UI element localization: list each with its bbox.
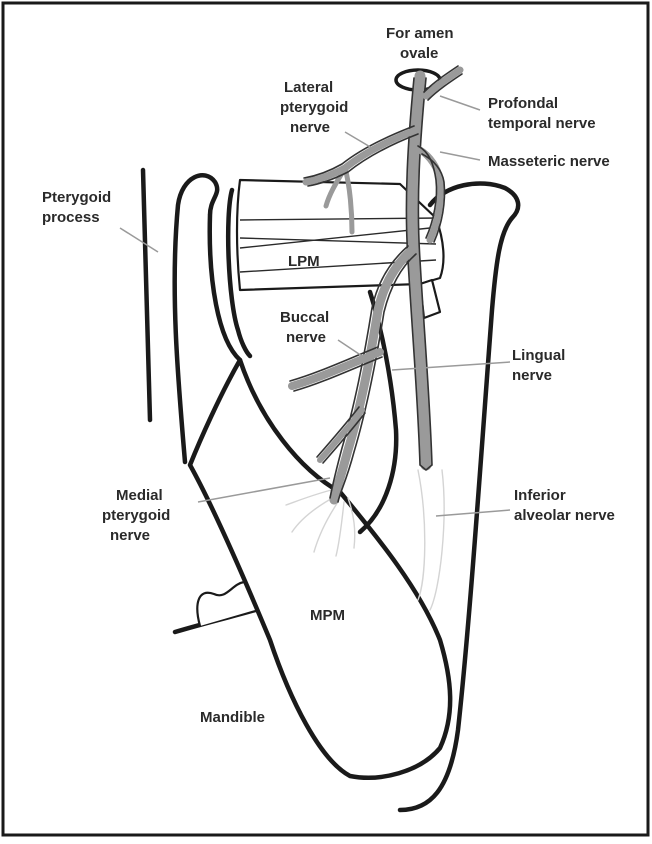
label-lpm: LPM — [288, 253, 320, 270]
label-mpm: MPM — [310, 607, 345, 624]
label-mandible: Mandible — [200, 709, 265, 726]
label-masseteric-nerve: Masseteric nerve — [488, 153, 610, 170]
